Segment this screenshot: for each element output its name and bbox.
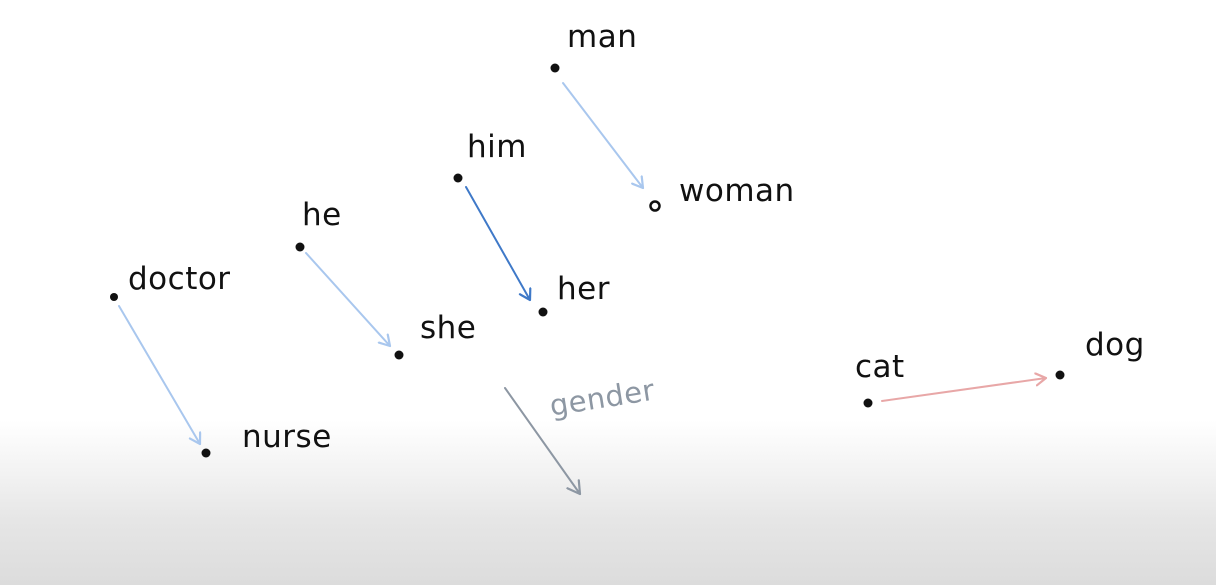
doctor-nurse-arrow [118,305,200,444]
he-dot-icon [295,242,305,252]
label-nurse: nurse [242,419,332,455]
him-her-arrow [465,186,530,300]
gender-arrow [504,387,580,494]
he-she-arrow [305,252,390,346]
label-him: him [467,129,527,165]
doctor-dot-icon [110,293,118,301]
label-doctor: doctor [128,261,231,297]
woman-dot-icon [649,200,661,212]
label-she: she [420,310,477,346]
her-dot-icon [538,307,548,317]
him-dot-icon [453,173,463,183]
cat-dog-arrow [881,378,1046,402]
dog-dot-icon [1055,370,1065,380]
label-he: he [302,197,342,233]
man-dot-icon [550,63,560,73]
label-her: her [557,271,610,307]
label-woman: woman [679,173,795,209]
cat-dot-icon [863,398,873,408]
label-cat: cat [855,349,905,385]
she-dot-icon [394,350,404,360]
nurse-dot-icon [201,448,211,458]
label-man: man [567,19,638,55]
label-dog: dog [1085,327,1145,363]
man-woman-arrow [562,82,643,188]
